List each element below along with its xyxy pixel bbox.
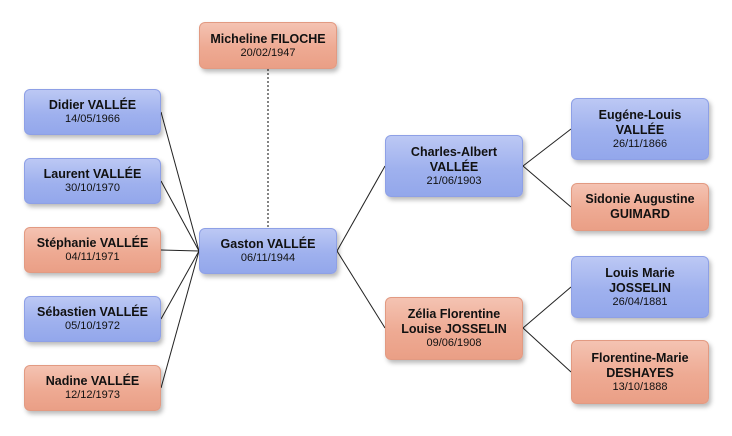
child-node-nadine[interactable]: Nadine VALLÉE 12/12/1973 xyxy=(24,365,161,411)
person-name: Sébastien VALLÉE xyxy=(37,305,148,319)
person-name: Nadine VALLÉE xyxy=(45,374,140,388)
child-node-stephanie[interactable]: Stéphanie VALLÉE 04/11/1971 xyxy=(24,227,161,273)
grandparent-line-florentine xyxy=(522,327,572,373)
child-node-sebastien[interactable]: Sébastien VALLÉE 05/10/1972 xyxy=(24,296,161,342)
person-name: Didier VALLÉE xyxy=(48,98,137,112)
person-date: 20/02/1947 xyxy=(240,46,296,59)
person-name: Eugéne-Louis VALLÉE xyxy=(598,107,682,137)
child-node-laurent[interactable]: Laurent VALLÉE 30/10/1970 xyxy=(24,158,161,204)
paternal-grandmother-node[interactable]: Sidonie Augustine GUIMARD xyxy=(571,183,709,231)
person-name: Stéphanie VALLÉE xyxy=(36,236,149,250)
parent-line-mother xyxy=(336,250,386,329)
person-date: 05/10/1972 xyxy=(64,320,121,332)
person-name: Laurent VALLÉE xyxy=(43,167,142,181)
person-date: 04/11/1971 xyxy=(65,251,120,263)
person-date: 26/04/1881 xyxy=(612,295,668,308)
parent-line-father xyxy=(336,165,386,252)
paternal-grandfather-node[interactable]: Eugéne-Louis VALLÉE 26/11/1866 xyxy=(571,98,709,160)
grandparent-line-louis xyxy=(522,286,572,329)
mother-node[interactable]: Zélia Florentine Louise JOSSELIN 09/06/1… xyxy=(385,297,523,360)
person-date: 30/10/1970 xyxy=(64,182,121,194)
root-person-node[interactable]: Gaston VALLÉE 06/11/1944 xyxy=(199,228,337,274)
person-date: 14/05/1966 xyxy=(64,113,121,125)
person-name: Micheline FILOCHE xyxy=(210,31,326,46)
person-name: Florentine-Marie DESHAYES xyxy=(591,350,689,380)
father-node[interactable]: Charles-Albert VALLÉE 21/06/1903 xyxy=(385,135,523,197)
child-line-didier xyxy=(160,111,200,252)
person-name: Sidonie Augustine GUIMARD xyxy=(585,192,695,221)
grandparent-line-eugene xyxy=(522,128,572,167)
grandparent-line-sidonie xyxy=(522,165,572,208)
spouse-node[interactable]: Micheline FILOCHE 20/02/1947 xyxy=(199,22,337,69)
child-line-laurent xyxy=(160,180,200,252)
person-name: Charles-Albert VALLÉE xyxy=(410,144,498,174)
person-name: Louis Marie JOSSELIN xyxy=(605,265,675,295)
person-date: 09/06/1908 xyxy=(426,337,482,349)
child-node-didier[interactable]: Didier VALLÉE 14/05/1966 xyxy=(24,89,161,135)
person-date: 06/11/1944 xyxy=(240,252,296,264)
person-name: Zélia Florentine Louise JOSSELIN xyxy=(401,307,507,336)
person-date: 21/06/1903 xyxy=(426,174,482,187)
maternal-grandmother-node[interactable]: Florentine-Marie DESHAYES 13/10/1888 xyxy=(571,340,709,404)
person-date: 13/10/1888 xyxy=(612,380,668,393)
person-date: 26/11/1866 xyxy=(612,137,668,150)
person-date: 12/12/1973 xyxy=(64,389,121,401)
person-name: Gaston VALLÉE xyxy=(220,237,316,251)
child-line-stephanie xyxy=(160,249,200,252)
child-line-sebastien xyxy=(160,250,200,320)
maternal-grandfather-node[interactable]: Louis Marie JOSSELIN 26/04/1881 xyxy=(571,256,709,318)
child-line-nadine xyxy=(160,250,200,389)
